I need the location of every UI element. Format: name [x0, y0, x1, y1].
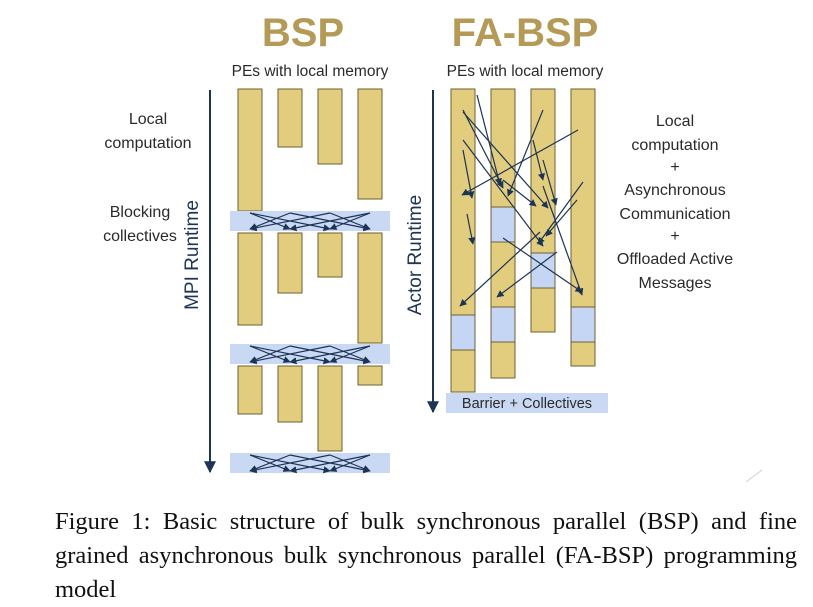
bsp-local-label-line1: Local	[129, 111, 167, 128]
stray-mark	[745, 469, 763, 483]
fabsp-desc-line: Communication	[619, 206, 730, 223]
bsp-compute-bar	[237, 232, 263, 326]
fabsp-message-block	[490, 206, 516, 243]
fabsp-pes-label: PEs with local memory	[447, 63, 604, 80]
fabsp-compute-bar	[450, 349, 476, 393]
bsp-compute-bar	[317, 365, 343, 452]
bsp-pes-label: PEs with local memory	[232, 63, 389, 80]
bsp-collective-band	[230, 211, 390, 231]
bsp-compute-bar	[317, 88, 343, 165]
bsp-compute-bar	[237, 365, 263, 415]
bsp-blocking-label-line1: Blocking	[110, 204, 170, 221]
bsp-compute-bar	[237, 88, 263, 212]
fabsp-desc-line: computation	[631, 137, 718, 154]
fabsp-title: FA-BSP	[452, 11, 599, 55]
bsp-compute-bar	[357, 365, 383, 386]
bsp-collective-band	[230, 453, 390, 473]
bsp-collective-band	[230, 344, 390, 364]
bsp-compute-bar	[317, 232, 343, 278]
fabsp-desc-line: Messages	[639, 275, 712, 292]
bsp-compute-bar	[357, 88, 383, 200]
fabsp-barrier-label: Barrier + Collectives	[462, 396, 592, 412]
bsp-vs-fabsp-diagram: BSP PEs with local memory MPI Runtime Lo…	[103, 11, 763, 483]
bsp-collective-arrows	[249, 345, 371, 365]
bsp-compute-bar	[277, 365, 303, 423]
fabsp-desc-line: Local	[656, 113, 694, 130]
fabsp-async-message-arrows	[459, 94, 584, 307]
fabsp-barrier-band	[446, 393, 608, 413]
fabsp-compute-bar	[570, 88, 596, 308]
fabsp-compute-bar	[530, 287, 556, 333]
fabsp-desc-line: Offloaded Active	[617, 251, 733, 268]
fabsp-compute-bar	[490, 341, 516, 379]
mpi-runtime-label: MPI Runtime	[182, 200, 203, 310]
bsp-collective-arrows	[249, 212, 371, 232]
bsp-compute-bar	[277, 88, 303, 148]
fabsp-desc-line: Asynchronous	[624, 182, 725, 199]
bsp-blocking-label-line2: collectives	[103, 228, 177, 245]
fabsp-compute-bar	[570, 341, 596, 367]
actor-runtime-label: Actor Runtime	[405, 195, 426, 315]
fabsp-compute-bar	[530, 88, 556, 254]
bsp-compute-bar	[277, 232, 303, 294]
fabsp-desc-line: +	[670, 228, 679, 245]
fabsp-desc-line: +	[670, 159, 679, 176]
bsp-compute-bar	[357, 232, 383, 344]
bsp-local-label-line2: computation	[104, 135, 191, 152]
fabsp-message-block	[450, 314, 476, 351]
fabsp-message-block	[490, 306, 516, 343]
bsp-title: BSP	[262, 11, 344, 55]
bsp-collective-arrows	[249, 454, 371, 474]
figure-caption: Figure 1: Basic structure of bulk synchr…	[55, 508, 797, 603]
fabsp-message-block	[570, 306, 596, 343]
fabsp-compute-bar	[450, 88, 476, 316]
